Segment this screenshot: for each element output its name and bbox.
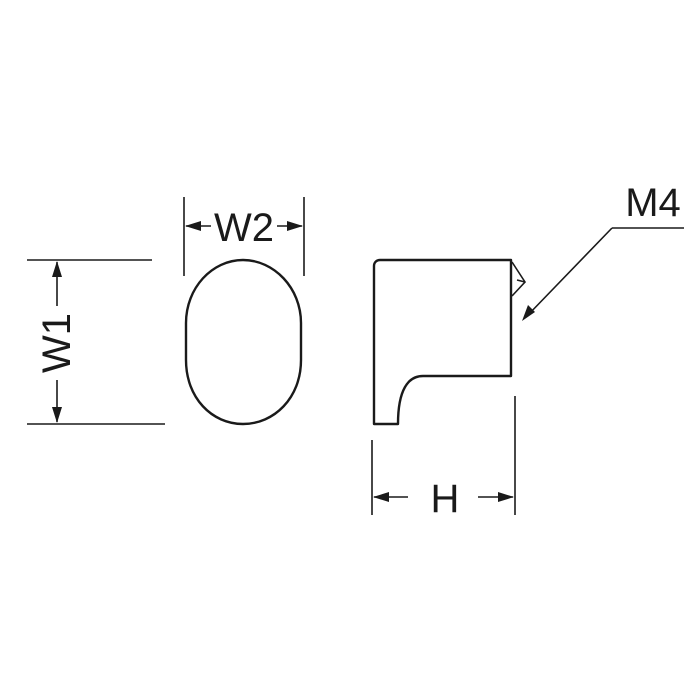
w2-arrow-left	[185, 221, 201, 231]
w2-arrow-right	[287, 221, 303, 231]
knob-front-outline	[184, 258, 303, 426]
h-arrow-left	[373, 492, 389, 502]
h-dimension: H	[371, 396, 516, 521]
h-arrow-right	[498, 492, 514, 502]
h-label: H	[431, 477, 460, 521]
m4-leader-line	[526, 227, 613, 317]
m4-screw-stub-tip	[516, 279, 526, 283]
m4-leader-arrow	[522, 305, 535, 321]
m4-label: M4	[625, 181, 681, 225]
w2-dimension: W2	[183, 197, 305, 276]
m4-screw-stub	[511, 261, 527, 297]
w1-label: W1	[35, 313, 79, 373]
w1-dimension: W1	[27, 259, 165, 425]
w1-arrow-bottom	[52, 407, 62, 423]
m4-callout: M4	[522, 181, 684, 321]
w2-label: W2	[214, 206, 274, 250]
w1-arrow-top	[52, 261, 62, 277]
knob-side-outline	[372, 258, 513, 426]
